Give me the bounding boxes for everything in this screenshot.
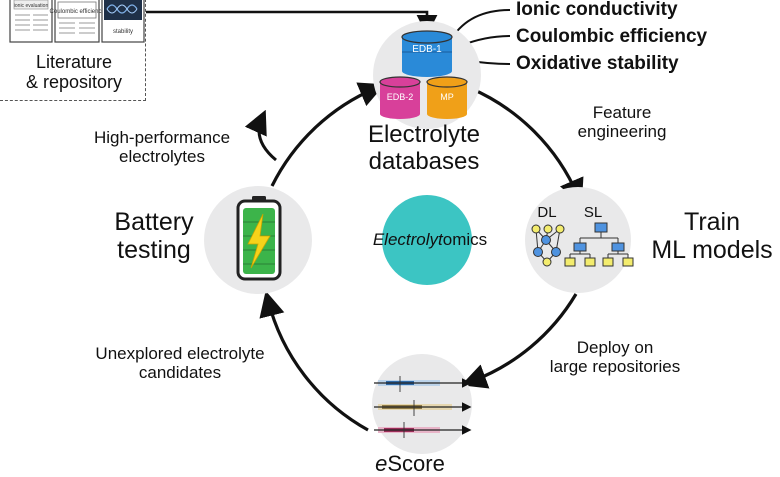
deploy-line2: large repositories [549, 357, 681, 377]
tree-model-icon [564, 222, 634, 267]
database-cylinder-mp: MP [426, 76, 468, 119]
train-line2: ML models [651, 236, 773, 264]
train-ml-models-label: Train ML models [644, 208, 780, 264]
paper-thumbnail-3-text: stability [113, 29, 133, 35]
literature-label-line1: Literature [35, 52, 113, 72]
electrolyte-databases-line2: databases [368, 147, 480, 175]
unexplored-line1: Unexplored electrolyte [95, 344, 265, 363]
battery-testing-label: Battery testing [98, 208, 210, 264]
ml-models-icon: DL SL [525, 187, 634, 293]
battery-line2: testing [117, 236, 191, 264]
high-performance-line2: electrolytes [119, 147, 205, 167]
train-line1: Train [683, 208, 741, 236]
workflow-cycle-arrows [259, 82, 584, 432]
property-list: Ionic conductivity Coulombic efficiency … [516, 0, 707, 77]
escore-prefix: e [375, 451, 388, 476]
electrolyte-databases-label: Electrolyte databases [344, 121, 504, 176]
arrow-train-to-escore [460, 293, 578, 389]
database-cylinder-edb1: EDB-1 [401, 30, 453, 77]
unexplored-line2: candidates [138, 363, 222, 383]
database-cylinder-mp-label: MP [440, 92, 454, 102]
deploy-line1: Deploy on [576, 338, 654, 357]
feature-engineering-line2: engineering [577, 122, 667, 142]
arrow-battery-to-database [270, 82, 385, 187]
escore-label: eScore [360, 451, 460, 477]
electrolytomics-italic-part: Electrolyt [372, 230, 443, 249]
database-cylinder-edb2-label: EDB-2 [387, 92, 414, 102]
literature-thumbnails: ionic evaluation Coulombic efficiency [9, 0, 145, 43]
battery-icon [204, 186, 312, 294]
feature-engineering-line1: Feature [592, 103, 652, 122]
database-cylinder-edb2: EDB-2 [379, 76, 421, 119]
escore-sequence-bar-2 [374, 400, 472, 416]
paper-thumbnail-1: ionic evaluation [9, 0, 53, 43]
battery-line1: Battery [114, 208, 194, 236]
feature-engineering-label: Feature engineering [552, 103, 692, 141]
escore-sequence-bar-3 [374, 422, 472, 438]
high-performance-line1: High-performance [93, 128, 231, 147]
electrolyte-database-icon: EDB-1 EDB-2 MP [373, 21, 481, 129]
paper-thumbnail-1-text: ionic evaluation [14, 3, 49, 9]
paper-thumbnail-2-text: Coulombic efficiency [50, 9, 105, 15]
electrolytomics-rest: omics [442, 230, 488, 249]
escore-sequence-bar-1 [374, 376, 472, 392]
database-cylinder-edb1-label: EDB-1 [412, 44, 442, 55]
property-coulombic-efficiency: Coulombic efficiency [516, 26, 708, 47]
literature-label: Literature & repository [2, 52, 146, 92]
property-ionic-conductivity: Ionic conductivity [516, 0, 678, 20]
unexplored-candidates-label: Unexplored electrolyte candidates [70, 344, 290, 382]
literature-to-database-arrow [146, 10, 438, 36]
deep-learning-network-icon [531, 224, 565, 267]
deploy-label: Deploy on large repositories [530, 338, 700, 376]
literature-label-line2: & repository [25, 72, 123, 93]
electrolyte-databases-line1: Electrolyte [367, 121, 481, 148]
high-performance-arrow [244, 109, 277, 162]
arrow-escore-to-battery [259, 290, 369, 432]
escore-icon [372, 354, 472, 454]
electrolytomics-label: Electrolytomics [350, 230, 510, 249]
electrolytomics-circle [382, 195, 472, 285]
literature-repository-box [0, 0, 146, 101]
high-performance-electrolytes-label: High-performance electrolytes [82, 128, 242, 166]
sl-label: SL [584, 204, 602, 221]
arrow-database-to-train [469, 86, 584, 205]
paper-thumbnail-2: Coulombic efficiency [50, 0, 105, 43]
property-oxidative-stability: Oxidative stability [516, 53, 679, 74]
escore-suffix: Score [387, 451, 445, 476]
dl-label: DL [537, 204, 556, 221]
paper-thumbnail-3: stability [101, 0, 145, 43]
lightning-bolt-icon [247, 213, 271, 269]
